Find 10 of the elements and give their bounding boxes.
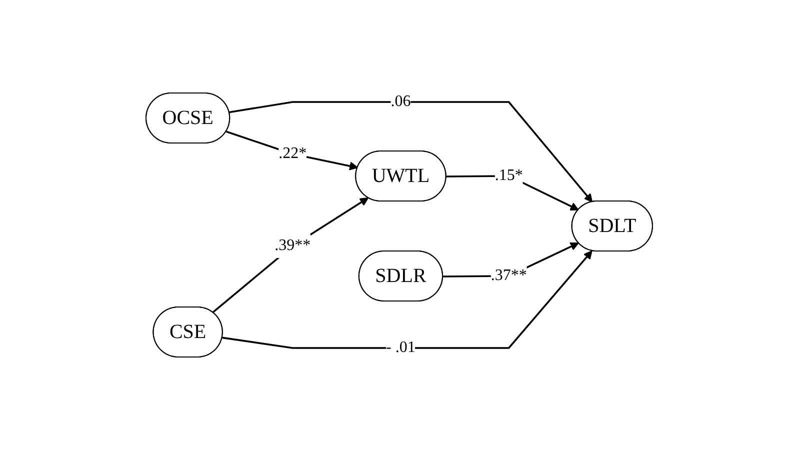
- edge-label: .39**: [274, 236, 310, 254]
- arrow: [222, 250, 592, 349]
- arrow: [228, 101, 592, 202]
- edge-label: .06: [390, 93, 410, 110]
- arrow: [212, 197, 368, 314]
- edge-label: .22*: [278, 144, 306, 162]
- edge-label: .37**: [490, 266, 527, 284]
- edge-label: - .01: [386, 338, 416, 356]
- edge-label: .15*: [494, 166, 523, 184]
- arrow: [226, 130, 358, 170]
